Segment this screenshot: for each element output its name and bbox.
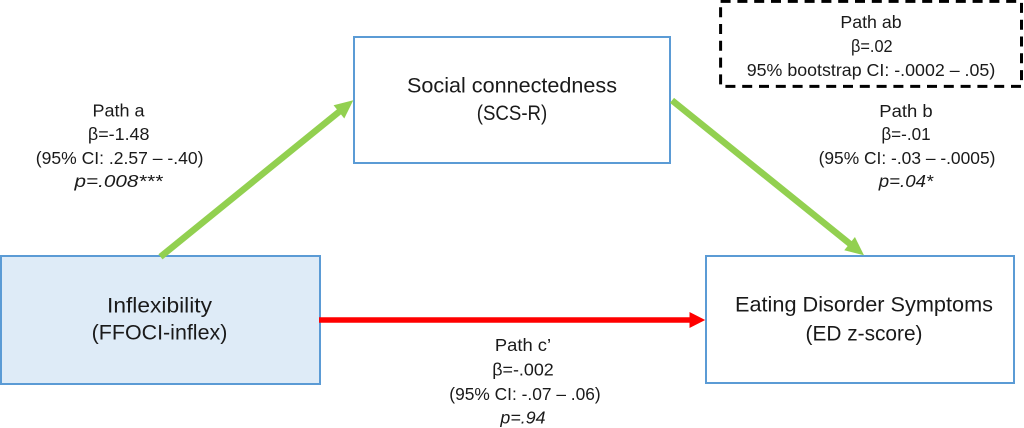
svg-text:β=-.002: β=-.002 — [492, 360, 554, 380]
svg-text:Social connectedness: Social connectedness — [407, 75, 617, 98]
svg-text:p=.04*: p=.04* — [878, 171, 935, 191]
svg-text:Path b: Path b — [879, 101, 933, 121]
svg-text:p=.94: p=.94 — [499, 408, 545, 428]
svg-text:(95% CI: -.03 – -.0005): (95% CI: -.03 – -.0005) — [819, 148, 996, 168]
svg-text:Path c’: Path c’ — [495, 335, 551, 355]
svg-text:β=-1.48: β=-1.48 — [88, 124, 150, 144]
svg-text:Inflexibility: Inflexibility — [107, 295, 213, 318]
svg-text:Path ab: Path ab — [840, 12, 902, 32]
svg-text:(SCS-R): (SCS-R) — [477, 102, 548, 125]
svg-text:β=.02: β=.02 — [851, 36, 893, 56]
svg-text:Path a: Path a — [93, 101, 145, 121]
svg-text:(95% CI: .2.57 – -.40): (95% CI: .2.57 – -.40) — [36, 148, 204, 168]
svg-text:(ED z-score): (ED z-score) — [806, 323, 923, 346]
svg-text:(FFOCI-inflex): (FFOCI-inflex) — [92, 322, 228, 345]
svg-text:(95% CI: -.07 – .06): (95% CI: -.07 – .06) — [449, 384, 600, 404]
svg-text:β=-.01: β=-.01 — [881, 124, 930, 144]
svg-text:Eating Disorder Symptoms: Eating Disorder Symptoms — [735, 294, 993, 317]
svg-text:95% bootstrap CI: -.0002 – .05: 95% bootstrap CI: -.0002 – .05) — [747, 60, 996, 80]
svg-text:p=.008***: p=.008*** — [73, 171, 164, 191]
